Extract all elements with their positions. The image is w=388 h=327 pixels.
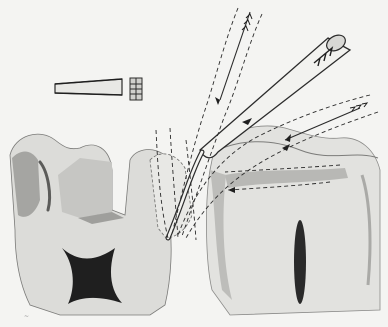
scale-bar-icon	[130, 78, 142, 100]
left-tooth	[10, 134, 171, 315]
right-tooth-outline	[206, 126, 380, 315]
right-tooth	[206, 126, 380, 315]
signature-mark: ~	[24, 313, 30, 320]
right-tooth-root-dark	[294, 220, 306, 304]
